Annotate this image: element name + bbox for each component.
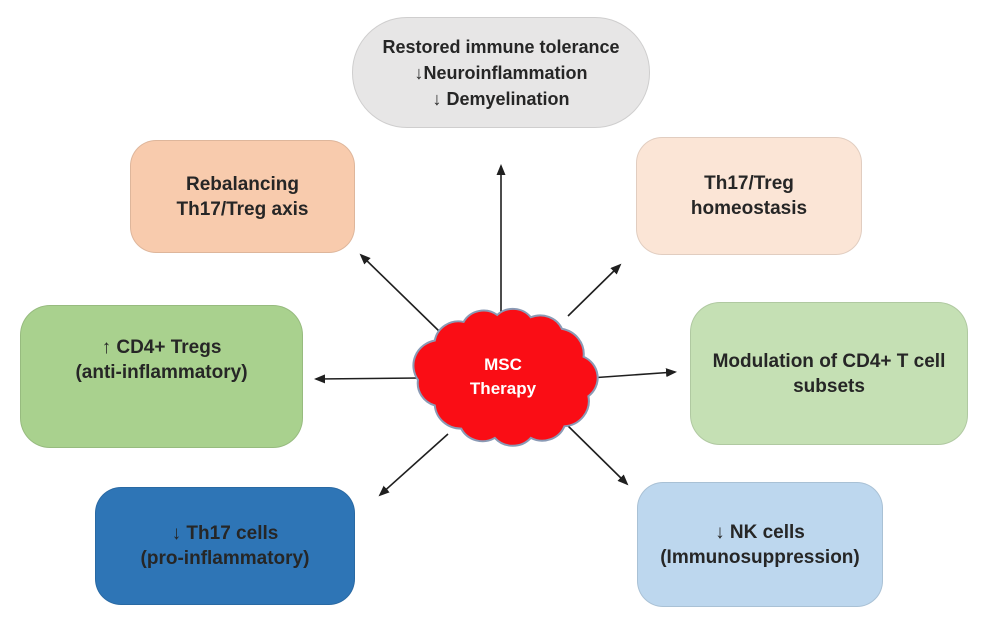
node-line: Rebalancing xyxy=(186,173,299,195)
cloud-label-line: MSC xyxy=(484,354,522,374)
node-line: ↓ NK cells xyxy=(715,521,805,543)
arrow-group xyxy=(314,164,677,497)
node-line: ↓Neuroinflammation xyxy=(414,62,588,83)
arrow-to-th17-cells-decrease xyxy=(378,433,449,497)
node-line: homeostasis xyxy=(690,198,808,219)
node-line: Th17/Treg xyxy=(704,173,794,194)
msc-therapy-label: MSC Therapy xyxy=(418,315,588,438)
node-line: Modulation of CD4+ T cell xyxy=(712,350,946,372)
node-line: ↓ Demyelination xyxy=(432,88,570,109)
node-line: Restored immune tolerance xyxy=(382,36,620,57)
cloud-label-line: Therapy xyxy=(469,378,537,398)
node-line: (anti-inflammatory) xyxy=(75,361,248,383)
node-restored-immune-tolerance: Restored immune tolerance ↓Neuroinflamma… xyxy=(352,17,650,128)
node-rebalancing-th17-treg-axis: Rebalancing Th17/Treg axis xyxy=(130,140,355,253)
arrow-to-th17-treg-homeostasis xyxy=(567,263,622,317)
node-line: subsets xyxy=(793,375,865,397)
arrow-to-rebalancing-th17-treg-axis xyxy=(359,253,441,333)
node-modulation-cd4-t-cell-subsets: Modulation of CD4+ T cell subsets xyxy=(690,302,968,445)
arrow-to-nk-cells-decrease xyxy=(561,419,629,486)
node-line: ↑ CD4+ Tregs xyxy=(101,336,222,358)
msc-therapy-cloud xyxy=(412,307,599,447)
node-line: ↓ Th17 cells xyxy=(171,523,279,544)
node-line: (pro-inflammatory) xyxy=(140,548,310,569)
node-nk-cells-decrease: ↓ NK cells (Immunosuppression) xyxy=(637,482,883,607)
node-line: (Immunosuppression) xyxy=(660,546,860,568)
node-cd4-tregs-increase: ↑ CD4+ Tregs (anti-inflammatory) xyxy=(20,305,303,448)
node-th17-treg-homeostasis: Th17/Treg homeostasis xyxy=(636,137,862,255)
arrow-to-modulation-cd4-t-cell-subsets xyxy=(589,368,677,379)
node-line: Th17/Treg axis xyxy=(176,198,309,220)
node-th17-cells-decrease: ↓ Th17 cells (pro-inflammatory) xyxy=(95,487,355,605)
arrow-to-cd4-tregs-increase xyxy=(314,374,421,384)
